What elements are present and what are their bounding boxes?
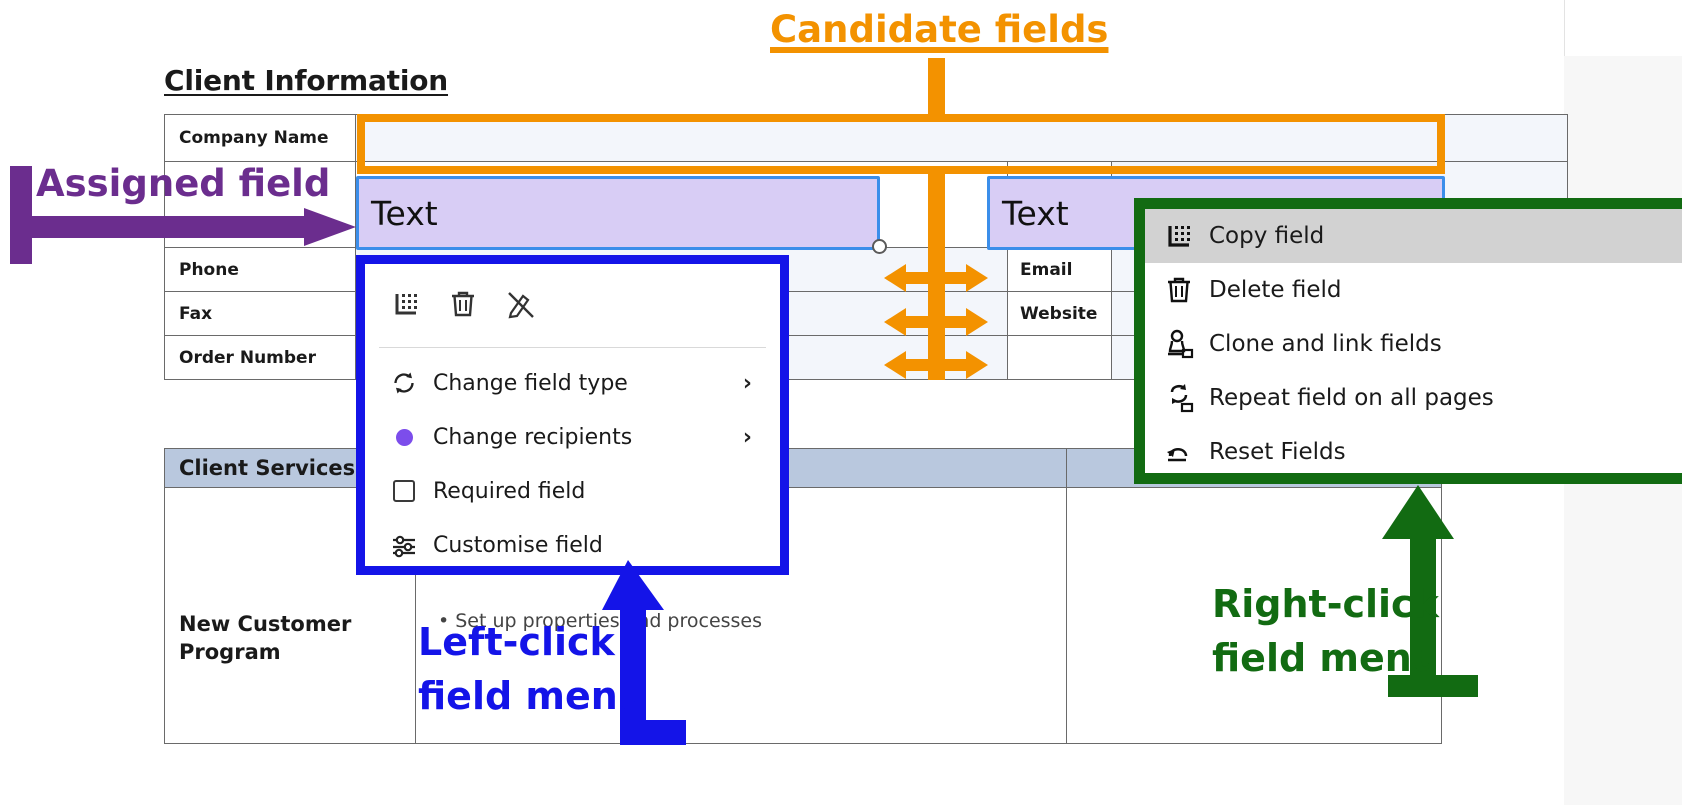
menu-item-label: Change field type [433,370,628,396]
copy-field-icon [1157,220,1201,252]
menu-item-clone-and-link-fields[interactable]: Clone and link fields [1145,317,1682,371]
candidate-fields-highlight-box [357,114,1445,174]
menu-item-change-recipients[interactable]: Change recipients › [365,410,780,464]
candidate-field-arrow-website [884,305,988,339]
menu-item-delete-field[interactable]: Delete field [1145,263,1682,317]
menu-item-change-field-type[interactable]: Change field type › [365,356,780,410]
candidate-fields-label: Candidate fields [770,8,1109,51]
unassign-field-icon[interactable] [504,288,536,325]
assigned-field-annotation [8,160,358,270]
table-row: Company Name [164,114,1568,162]
right-click-menu-pointer-arrow [1374,485,1484,700]
left-click-menu-toolbar [365,264,780,325]
chevron-right-icon: › [742,370,752,396]
field-resize-handle[interactable] [872,239,887,254]
left-click-caption-line1: Left-click [418,620,615,664]
candidate-field-arrow-blank [884,348,988,382]
description-bullet-text: Set up properties and processes [455,610,763,632]
delete-field-icon[interactable] [448,288,478,325]
left-click-menu-items: Change field type › Change recipients › … [365,348,780,572]
left-click-menu-pointer-arrow [588,560,688,745]
row-label-website: Website [1007,292,1112,335]
menu-item-customise-field[interactable]: Customise field [365,518,780,572]
menu-item-label: Customise field [433,532,603,558]
assigned-field-label: Assigned field [36,162,331,205]
menu-item-repeat-field-on-all-pages[interactable]: Repeat field on all pages [1145,371,1682,425]
menu-item-label: Repeat field on all pages [1209,385,1494,411]
refresh-icon [387,370,421,396]
recipient-dot-icon [387,428,421,446]
row-label-email: Email [1007,248,1112,291]
assigned-field-address-text: Text [371,193,438,233]
sliders-icon [387,532,421,558]
row-label-order-number: Order Number [165,336,356,379]
right-click-menu-caption: Right-click field menu [1212,578,1439,686]
menu-divider [379,347,766,348]
assigned-field-address[interactable]: Text [356,176,880,250]
copy-field-icon[interactable] [390,288,422,325]
row-label-fax: Fax [165,292,356,335]
menu-item-label: Delete field [1209,277,1342,303]
menu-item-label: Reset Fields [1209,439,1346,465]
right-click-caption-line2: field menu [1212,635,1439,680]
left-click-field-menu[interactable]: Change field type › Change recipients › … [356,255,789,575]
menu-item-label: Change recipients [433,424,633,450]
field-cell-company-name[interactable] [356,115,1567,161]
menu-item-label: Copy field [1209,223,1325,249]
row-label-company-name: Company Name [165,115,356,161]
menu-item-required-field[interactable]: Required field [365,464,780,518]
undo-icon [1157,436,1201,468]
candidate-fields-connector-top [928,58,945,120]
menu-item-label: Clone and link fields [1209,331,1442,357]
left-click-menu-caption: Left-click field menu [418,616,645,724]
candidate-field-arrow-email [884,261,988,295]
left-click-caption-line2: field menu [418,673,645,718]
row-label-blank [1007,336,1112,379]
right-click-caption-line1: Right-click [1212,582,1439,626]
repeat-icon [1157,382,1201,414]
stamp-icon [1157,328,1201,360]
description-bullet: • Set up properties and processes [438,610,763,632]
row-label-phone: Phone [165,248,356,291]
assigned-field-contact-text: Text [1002,193,1069,233]
chevron-right-icon: › [742,424,752,450]
menu-item-label: Required field [433,478,586,504]
right-click-field-menu[interactable]: Copy field Delete field [1134,198,1682,484]
checkbox-icon[interactable] [387,480,421,502]
trash-icon [1157,274,1201,306]
cell-description: • Set up properties and processes [416,488,1067,743]
page-title: Client Information [164,64,449,97]
column-header-client-services: Client Services [165,449,416,487]
menu-item-reset-fields[interactable]: Reset Fields [1145,425,1682,479]
menu-item-copy-field[interactable]: Copy field [1145,209,1682,263]
